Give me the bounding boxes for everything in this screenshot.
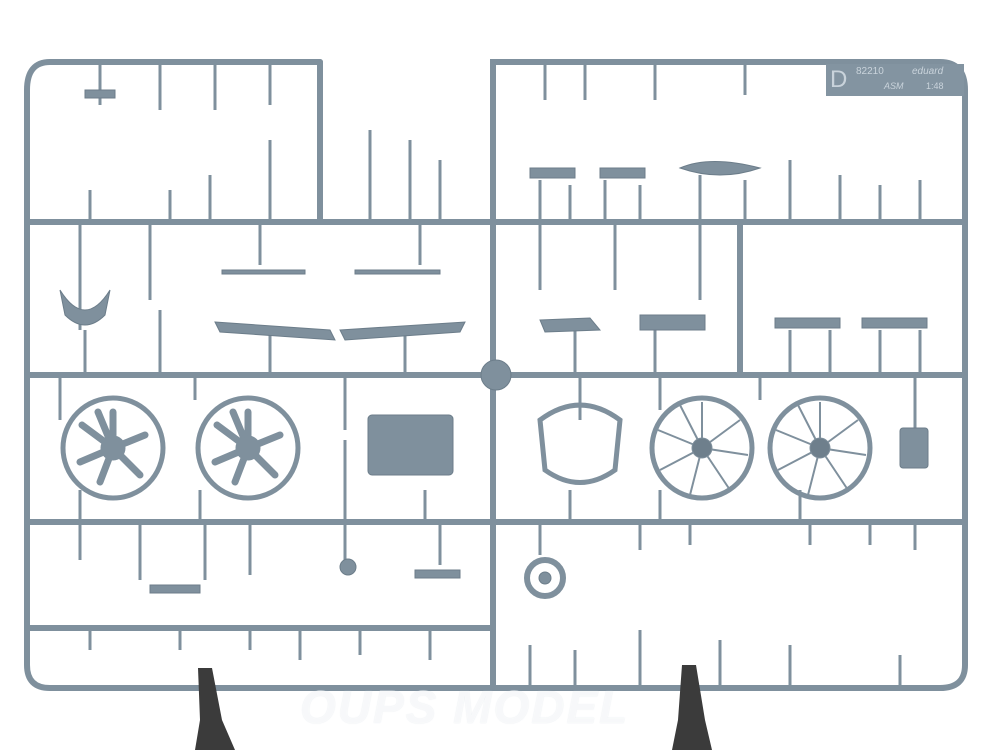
engine-ring-3 bbox=[649, 395, 755, 501]
engine-ring-4 bbox=[767, 395, 873, 501]
brand-name: eduard bbox=[912, 66, 944, 77]
gates bbox=[58, 62, 922, 688]
watermark: OUPS MODEL bbox=[300, 681, 630, 733]
part-fairing bbox=[678, 161, 762, 176]
engine-ring-1 bbox=[60, 395, 166, 501]
sprue-sub: ASM bbox=[884, 81, 904, 91]
engine-ring-2 bbox=[195, 395, 301, 501]
kit-scale: 1:48 bbox=[926, 81, 944, 91]
sprue-id-tag: D 82210 eduard ASM 1:48 bbox=[826, 64, 964, 96]
part-panel bbox=[899, 427, 929, 469]
engine-parts bbox=[60, 395, 873, 501]
kit-code: 82210 bbox=[856, 66, 884, 77]
sprue-letter: D bbox=[830, 66, 848, 93]
sprue-hub bbox=[480, 359, 512, 391]
part-bulkhead bbox=[537, 402, 623, 485]
part-block bbox=[367, 414, 454, 476]
part-mount bbox=[59, 289, 111, 326]
runner-right-frame bbox=[490, 59, 968, 691]
part-wing-spar bbox=[214, 321, 466, 341]
sprue-stands bbox=[195, 665, 712, 750]
tail-wheel bbox=[524, 557, 566, 599]
